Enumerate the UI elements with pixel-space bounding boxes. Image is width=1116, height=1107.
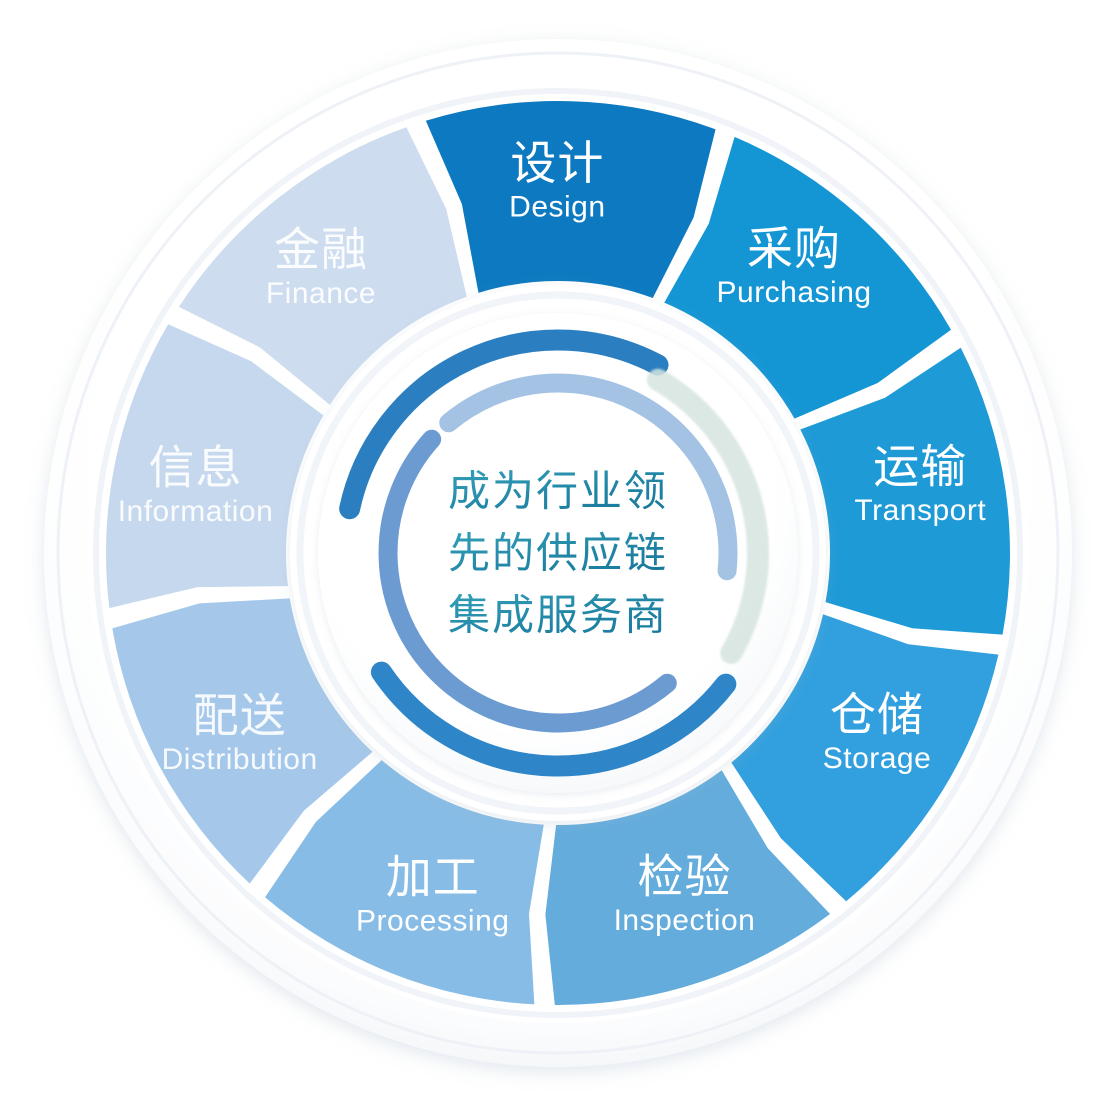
segment-shape-finance xyxy=(178,127,467,405)
segment-label-en-inspection: Inspection xyxy=(614,904,756,937)
arc-inner-arc-left xyxy=(378,429,677,733)
segment-shape-purchasing xyxy=(664,136,952,419)
segment-label-cn-information: 信息 xyxy=(148,442,242,494)
segment-shape-transport xyxy=(800,347,1010,635)
segment-label-en-finance: Finance xyxy=(266,277,376,310)
segment-shape-inspection xyxy=(545,770,831,1006)
decorative-arcs xyxy=(339,329,770,777)
segment-label-cn-storage: 仓储 xyxy=(830,688,924,740)
segment-label-en-storage: Storage xyxy=(823,742,932,775)
hub-ring-groove xyxy=(296,291,820,815)
segment-label-en-transport: Transport xyxy=(854,494,986,527)
segment-label-cn-processing: 加工 xyxy=(386,851,480,903)
segment-shape-distribution xyxy=(112,598,373,884)
segment-label-en-information: Information xyxy=(118,495,274,528)
segment-shape-information xyxy=(106,324,324,609)
segment-shape-storage xyxy=(731,614,999,902)
segment-label-en-design: Design xyxy=(509,191,605,224)
segment-shape-processing xyxy=(265,760,544,1005)
segment-label-en-distribution: Distribution xyxy=(162,743,318,776)
segment-label-cn-inspection: 检验 xyxy=(637,851,731,903)
arc-outer-arc-top xyxy=(339,329,669,520)
center-text-line-3: 集成服务商 xyxy=(448,592,668,639)
center-text-line-1: 成为行业领 xyxy=(448,468,668,515)
arc-faint-arc xyxy=(647,368,770,664)
segment-label-cn-design: 设计 xyxy=(510,137,604,189)
segment-label-en-purchasing: Purchasing xyxy=(717,276,872,309)
segment-label-cn-purchasing: 采购 xyxy=(747,223,841,275)
center-text-line-2: 先的供应链 xyxy=(448,530,668,577)
arc-outer-arc-bottom xyxy=(370,661,737,777)
outer-ring-line xyxy=(56,51,1060,1055)
segment-label-cn-finance: 金融 xyxy=(274,224,368,276)
outer-ring-groove xyxy=(93,88,1023,1018)
segment-shape-design xyxy=(425,101,716,299)
segment-ring: 设计Design采购Purchasing运输Transport仓储Storage… xyxy=(106,101,1010,1006)
segment-label-cn-distribution: 配送 xyxy=(193,690,287,742)
arc-inner-arc-right xyxy=(439,373,738,581)
segment-label-cn-transport: 运输 xyxy=(873,440,967,492)
segment-label-en-processing: Processing xyxy=(356,905,509,938)
